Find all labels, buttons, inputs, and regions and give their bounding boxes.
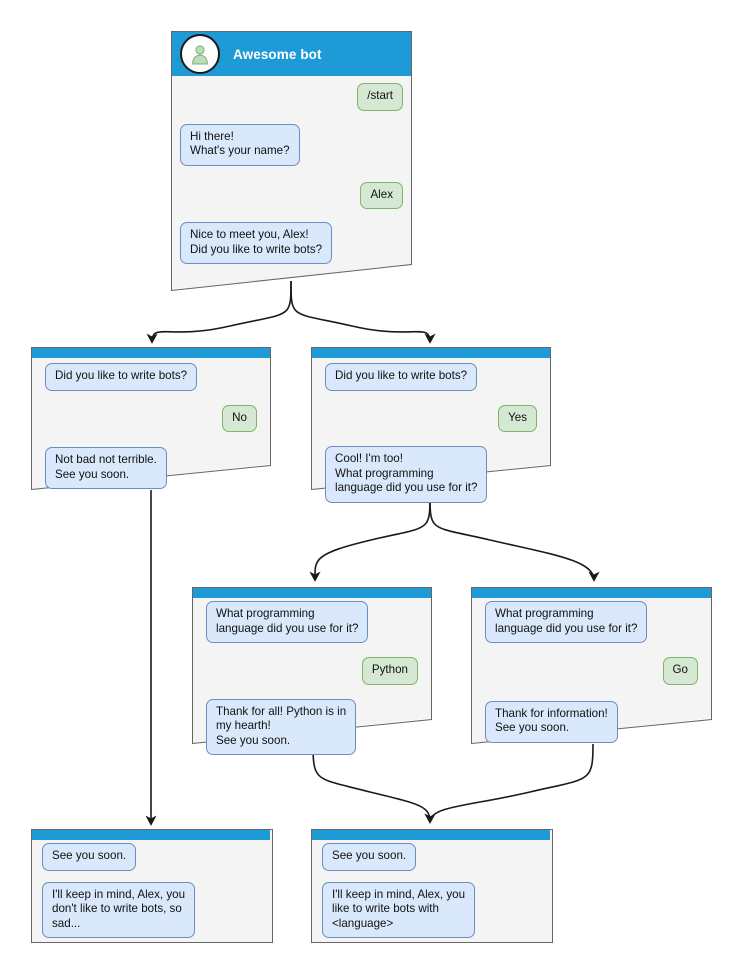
- go-header-strip: [472, 588, 711, 598]
- node-python-content: What programming language did you use fo…: [192, 587, 432, 755]
- edge-yes-to-go: [429, 493, 600, 582]
- python-header-strip: [193, 588, 431, 598]
- message-bubble-bot: See you soon.: [322, 843, 417, 871]
- root-bot-title: Awesome bot: [233, 46, 322, 62]
- message-bubble-bot: I'll keep in mind, Alex, you don't like …: [42, 881, 196, 938]
- node-end-no-content: See you soon. I'll keep in mind, Alex, y…: [31, 829, 271, 941]
- go-message-list: What programming language did you use fo…: [485, 601, 698, 743]
- message-bubble-bot: See you soon.: [42, 843, 137, 871]
- yes-message-list: Did you like to write bots? Yes Cool! I'…: [325, 363, 537, 503]
- node-no-content: Did you like to write bots? No Not bad n…: [31, 347, 271, 490]
- message-bubble-user: Python: [361, 657, 418, 685]
- node-root[interactable]: Awesome bot /start Hi there! What's your…: [171, 31, 412, 291]
- message-bubble-user: Alex: [360, 181, 403, 209]
- no-header-strip: [32, 348, 270, 358]
- edge-python-to-end-yes: [312, 743, 436, 824]
- node-python-branch[interactable]: What programming language did you use fo…: [192, 587, 432, 755]
- yes-header-strip: [312, 348, 550, 358]
- node-end-yes[interactable]: See you soon. I'll keep in mind, Alex, y…: [311, 829, 553, 943]
- python-message-list: What programming language did you use fo…: [206, 601, 418, 755]
- node-go-branch[interactable]: What programming language did you use fo…: [471, 587, 712, 744]
- person-avatar-icon: [180, 34, 220, 74]
- message-bubble-bot: Did you like to write bots?: [325, 363, 478, 391]
- end-yes-message-list: See you soon. I'll keep in mind, Alex, y…: [322, 843, 540, 938]
- no-message-list: Did you like to write bots? No Not bad n…: [45, 363, 257, 489]
- message-bubble-bot: Not bad not terrible. See you soon.: [45, 447, 167, 489]
- message-bubble-bot: Did you like to write bots?: [45, 363, 198, 391]
- node-no-branch[interactable]: Did you like to write bots? No Not bad n…: [31, 347, 271, 490]
- root-header-bar: Awesome bot: [172, 32, 411, 76]
- message-bubble-user: No: [222, 404, 257, 432]
- message-bubble-bot: Cool! I'm too! What programming language…: [325, 446, 488, 503]
- message-bubble-bot: Hi there! What's your name?: [180, 123, 300, 166]
- message-bubble-bot: Thank for information! See you soon.: [485, 700, 618, 743]
- end-no-message-list: See you soon. I'll keep in mind, Alex, y…: [42, 843, 260, 938]
- message-bubble-user: Go: [662, 657, 698, 685]
- node-yes-content: Did you like to write bots? Yes Cool! I'…: [311, 347, 551, 503]
- node-yes-branch[interactable]: Did you like to write bots? Yes Cool! I'…: [311, 347, 551, 503]
- message-bubble-bot: Thank for all! Python is in my hearth! S…: [206, 698, 357, 755]
- end-no-header-strip: [32, 830, 270, 840]
- message-bubble-user: Yes: [498, 404, 537, 432]
- message-bubble-bot: Nice to meet you, Alex! Did you like to …: [180, 222, 333, 264]
- message-bubble-user: /start: [357, 83, 403, 111]
- node-end-no[interactable]: See you soon. I'll keep in mind, Alex, y…: [31, 829, 273, 943]
- message-bubble-bot: What programming language did you use fo…: [206, 601, 369, 643]
- end-yes-header-strip: [312, 830, 550, 840]
- node-end-yes-content: See you soon. I'll keep in mind, Alex, y…: [311, 829, 551, 941]
- node-go-content: What programming language did you use fo…: [471, 587, 712, 744]
- edge-yes-to-python: [309, 493, 431, 582]
- message-bubble-bot: I'll keep in mind, Alex, you like to wri…: [322, 881, 476, 938]
- edge-go-to-end-yes: [424, 743, 594, 824]
- root-message-list: /start Hi there! What's your name? Alex …: [180, 83, 403, 264]
- node-root-content: Awesome bot /start Hi there! What's your…: [171, 31, 412, 291]
- message-bubble-bot: What programming language did you use fo…: [485, 601, 648, 643]
